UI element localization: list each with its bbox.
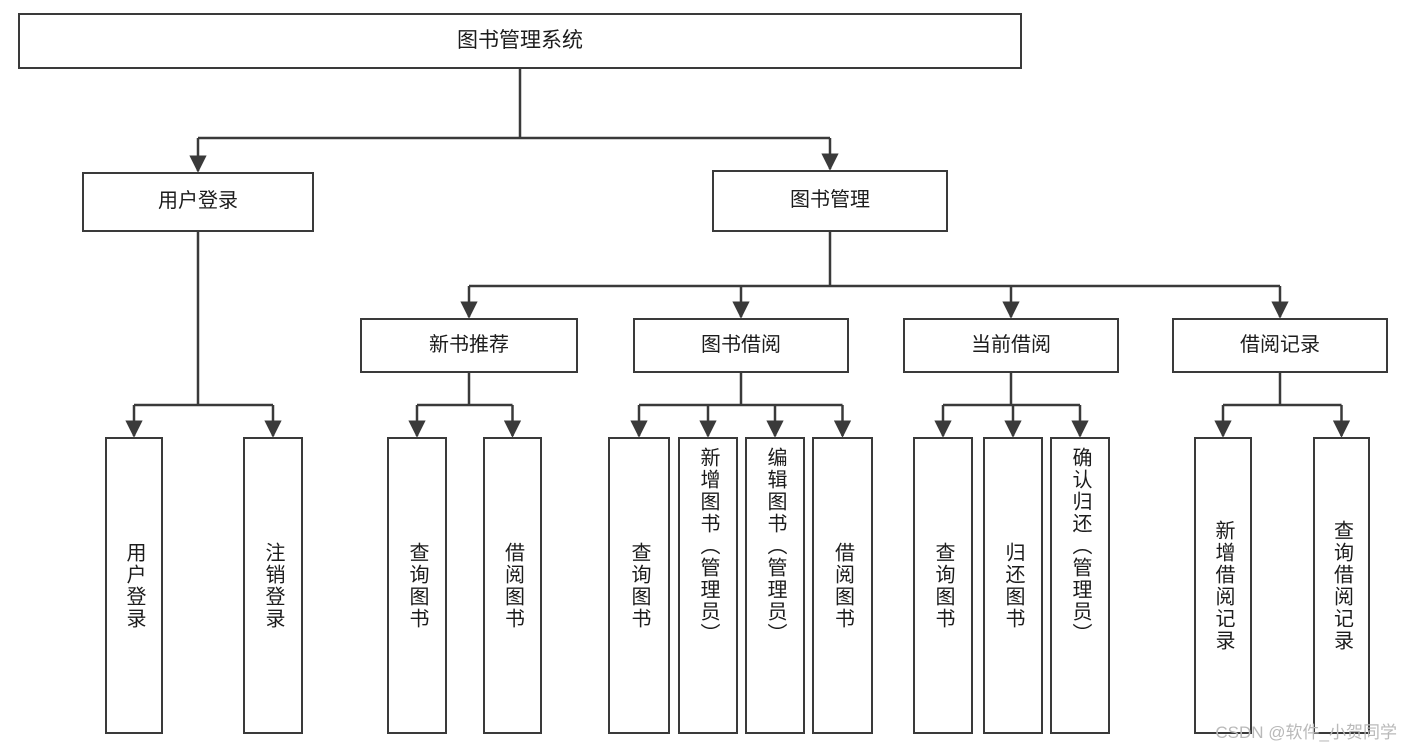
- node-leaf-return-book[interactable]: 归还图书: [983, 437, 1043, 734]
- node-leaf-add-borrow-record-label: 新增借阅记录: [1212, 519, 1234, 652]
- node-current-borrow[interactable]: 当前借阅: [903, 318, 1119, 373]
- node-leaf-query-book-2-label: 查询图书: [628, 541, 650, 630]
- node-leaf-borrow-book-2[interactable]: 借阅图书: [812, 437, 873, 734]
- node-leaf-edit-book-admin[interactable]: 编辑图书（管理员）: [745, 437, 805, 734]
- node-leaf-user-login[interactable]: 用户登录: [105, 437, 163, 734]
- node-leaf-query-book-2[interactable]: 查询图书: [608, 437, 670, 734]
- node-leaf-user-logout[interactable]: 注销登录: [243, 437, 303, 734]
- node-user-login-label: 用户登录: [158, 190, 238, 213]
- node-root[interactable]: 图书管理系统: [18, 13, 1022, 69]
- node-root-label: 图书管理系统: [457, 28, 583, 52]
- node-leaf-borrow-book-1[interactable]: 借阅图书: [483, 437, 542, 734]
- node-new-book-recommend-label: 新书推荐: [429, 333, 509, 356]
- node-leaf-confirm-return-label: 确认归还（管理员）: [1069, 447, 1091, 645]
- node-current-borrow-label: 当前借阅: [971, 333, 1051, 356]
- node-leaf-confirm-return[interactable]: 确认归还（管理员）: [1050, 437, 1110, 734]
- node-leaf-return-book-label: 归还图书: [1002, 541, 1024, 630]
- node-leaf-user-login-label: 用户登录: [123, 541, 145, 630]
- node-user-login[interactable]: 用户登录: [82, 172, 314, 232]
- node-leaf-query-book-1-label: 查询图书: [406, 541, 428, 630]
- node-leaf-borrow-book-1-label: 借阅图书: [501, 541, 524, 630]
- node-leaf-query-book-3[interactable]: 查询图书: [913, 437, 973, 734]
- node-leaf-add-book-admin[interactable]: 新增图书（管理员）: [678, 437, 738, 734]
- node-new-book-recommend[interactable]: 新书推荐: [360, 318, 578, 373]
- node-leaf-borrow-book-2-label: 借阅图书: [831, 541, 854, 630]
- node-book-borrow[interactable]: 图书借阅: [633, 318, 849, 373]
- node-leaf-query-borrow-record-label: 查询借阅记录: [1330, 519, 1353, 652]
- node-leaf-query-borrow-record[interactable]: 查询借阅记录: [1313, 437, 1370, 734]
- node-book-management-label: 图书管理: [790, 189, 870, 212]
- watermark: CSDN @软件_小贺同学: [1215, 723, 1397, 742]
- node-leaf-add-borrow-record[interactable]: 新增借阅记录: [1194, 437, 1252, 734]
- node-leaf-add-book-admin-label: 新增图书（管理员）: [697, 447, 719, 645]
- node-book-management[interactable]: 图书管理: [712, 170, 948, 232]
- node-leaf-query-book-1[interactable]: 查询图书: [387, 437, 447, 734]
- node-borrow-record-label: 借阅记录: [1240, 333, 1320, 356]
- node-leaf-edit-book-admin-label: 编辑图书（管理员）: [764, 447, 786, 645]
- node-book-borrow-label: 图书借阅: [701, 333, 781, 356]
- node-borrow-record[interactable]: 借阅记录: [1172, 318, 1388, 373]
- node-leaf-query-book-3-label: 查询图书: [932, 541, 954, 630]
- node-leaf-user-logout-label: 注销登录: [262, 541, 284, 630]
